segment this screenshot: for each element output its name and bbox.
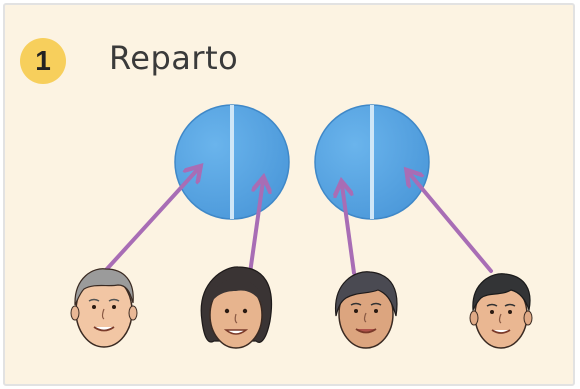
circle-left [175, 105, 289, 219]
distribution-illustration [5, 5, 575, 386]
face-icon [71, 269, 137, 347]
face-icon [336, 272, 397, 348]
exercise-card: 1 Reparto [3, 3, 575, 386]
circle-right [315, 105, 429, 219]
arrow-icon [409, 173, 491, 271]
face-icon [470, 274, 532, 348]
arrow-icon [106, 169, 198, 270]
face-icon [201, 267, 271, 348]
